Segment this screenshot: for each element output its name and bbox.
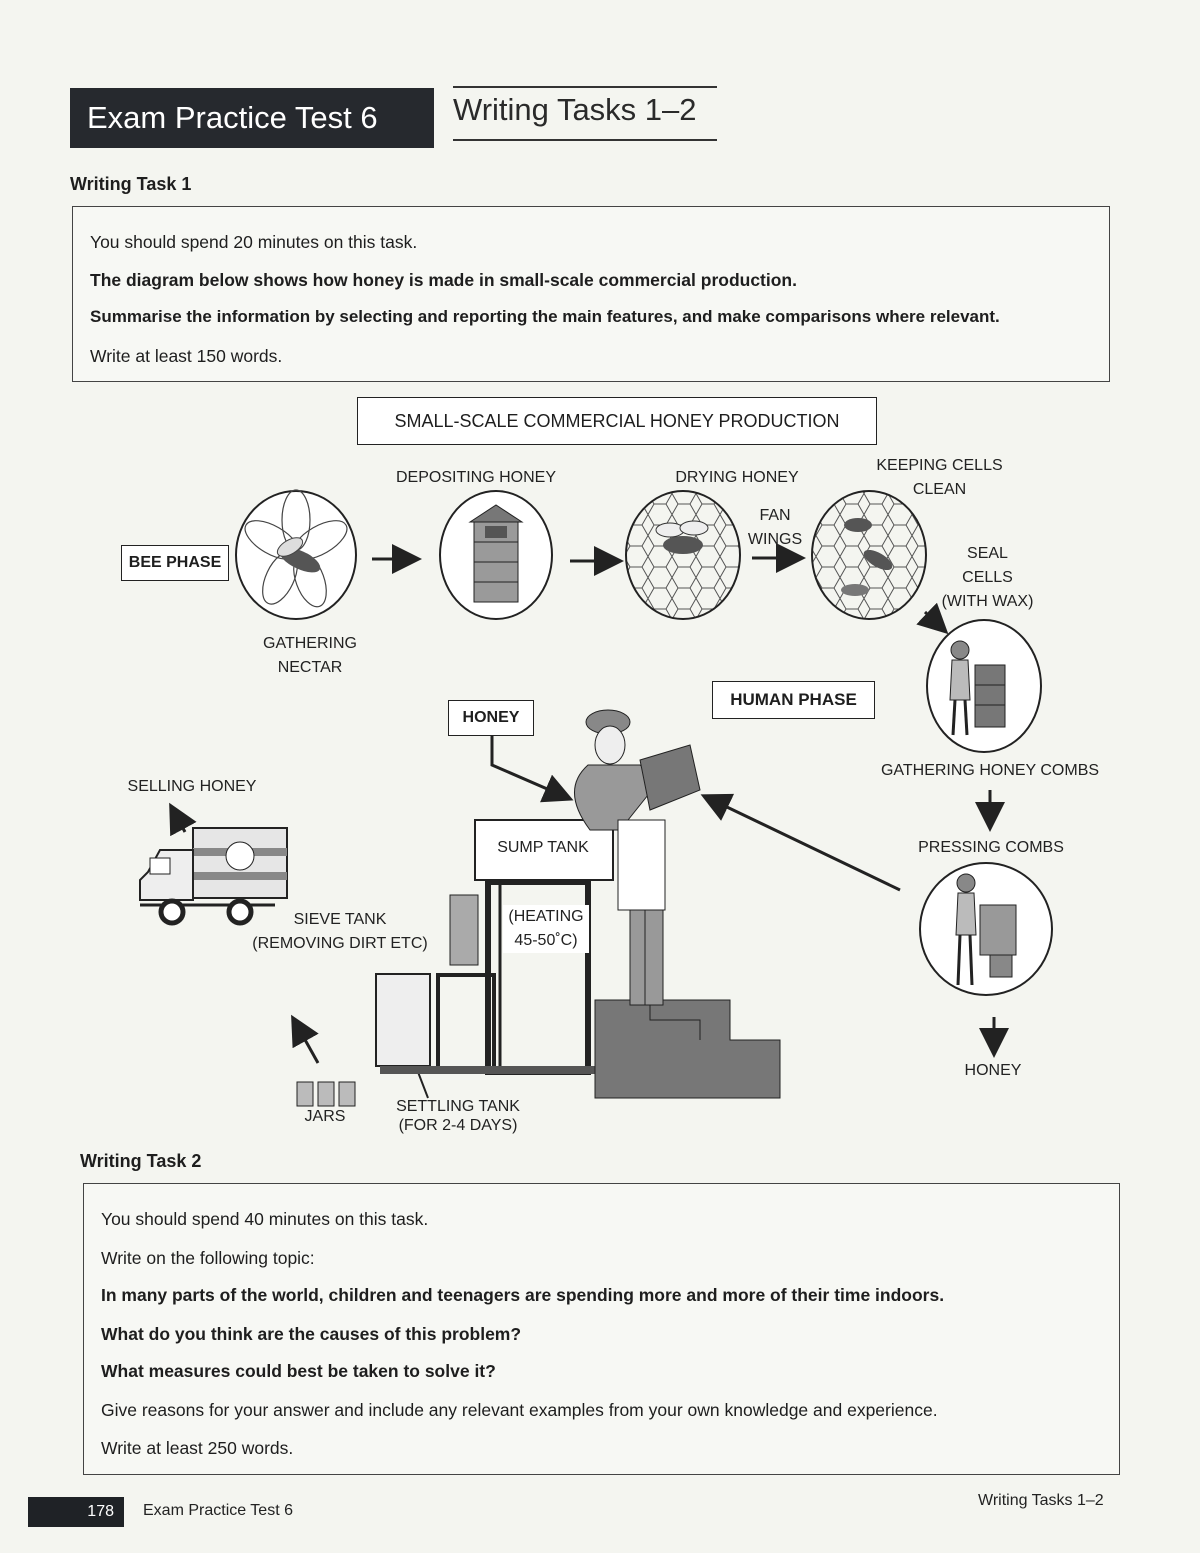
- heating-label-line2: 45-50˚C): [514, 932, 578, 949]
- honey-final-label: HONEY: [964, 1062, 1022, 1079]
- gathering-nectar-illustration: [235, 489, 357, 620]
- diagram-title: SMALL-SCALE COMMERCIAL HONEY PRODUCTION: [357, 397, 877, 445]
- test-title-banner: Exam Practice Test 6: [70, 88, 434, 148]
- fan-wings-label: FAN WINGS: [740, 504, 810, 552]
- keeping-cells-label: KEEPING CELLS CLEAN: [862, 454, 1017, 502]
- section-title: Writing Tasks 1–2: [453, 92, 697, 127]
- task1-time-line: You should spend 20 minutes on this task…: [90, 232, 418, 252]
- footer-left-title: Exam Practice Test 6: [143, 1502, 293, 1519]
- task1-heading: Writing Task 1: [70, 174, 192, 194]
- depositing-honey-label: DEPOSITING HONEY: [395, 469, 557, 486]
- sieve-tank-label-line1: SIEVE TANK: [293, 911, 387, 928]
- selling-honey-label: SELLING HONEY: [127, 778, 257, 795]
- keeping-cells-label-line2: CLEAN: [912, 481, 967, 498]
- header-rule-top: [453, 86, 717, 88]
- task1-summarise-line: Summarise the information by selecting a…: [90, 307, 1000, 326]
- tank-system-illustration: [375, 819, 781, 1099]
- gathering-nectar-label: GATHERING NECTAR: [255, 632, 365, 680]
- pressing-combs-label: PRESSING COMBS: [918, 839, 1064, 856]
- sieve-tank-label: SIEVE TANK (REMOVING DIRT ETC): [240, 908, 440, 956]
- arrow-to-selling: [169, 802, 197, 837]
- fan-wings-label-line1: FAN: [759, 507, 791, 524]
- task2-time-line: You should spend 40 minutes on this task…: [101, 1209, 429, 1229]
- gathering-nectar-label-line1: GATHERING: [263, 635, 357, 652]
- footer-right-title: Writing Tasks 1–2: [978, 1492, 1104, 1509]
- arrow-clean-to-gathering: [916, 602, 949, 635]
- delivery-truck-illustration: [139, 827, 288, 926]
- keeping-cells-label-line1: KEEPING CELLS: [876, 457, 1003, 474]
- task2-question-causes: What do you think are the causes of this…: [101, 1324, 522, 1344]
- keeping-cells-clean-illustration: [811, 490, 927, 620]
- seal-cells-label-line2: CELLS: [962, 569, 1013, 586]
- arrow-jars-to-sieve: [291, 1014, 320, 1064]
- seal-cells-label: SEAL CELLS (WITH WAX): [930, 542, 1045, 614]
- settling-tank-pointer: [417, 1071, 429, 1099]
- seal-cells-label-line3: (WITH WAX): [941, 593, 1034, 610]
- arrow-honey-label-pointer: [490, 735, 574, 803]
- honey-box-label: HONEY: [448, 700, 534, 736]
- fan-wings-label-line2: WINGS: [747, 531, 803, 548]
- settling-tank-label-line1: SETTLING TANK: [396, 1098, 520, 1115]
- seal-cells-label-line1: SEAL: [967, 545, 1008, 562]
- task1-word-count: Write at least 150 words.: [90, 346, 283, 366]
- bee-phase-label: BEE PHASE: [121, 545, 229, 581]
- gathering-combs-illustration: [926, 619, 1042, 753]
- page-number: 178: [28, 1497, 124, 1527]
- sump-tank-label: SUMP TANK: [497, 839, 589, 856]
- settling-tank-label-line2: (FOR 2-4 DAYS): [398, 1117, 518, 1134]
- task2-instructions-box: You should spend 40 minutes on this task…: [83, 1183, 1120, 1475]
- task1-instructions-box: You should spend 20 minutes on this task…: [72, 206, 1110, 382]
- arrow-pressing-to-sump: [700, 793, 901, 892]
- settling-tank-label: SETTLING TANK (FOR 2-4 DAYS): [385, 1097, 531, 1135]
- beekeeper-figure-illustration: [574, 709, 701, 1006]
- header-rule-bottom: [453, 139, 717, 141]
- task2-topic-intro: Write on the following topic:: [101, 1248, 315, 1268]
- task2-reasons-line: Give reasons for your answer and include…: [101, 1400, 938, 1420]
- gathering-combs-label: GATHERING HONEY COMBS: [880, 762, 1100, 779]
- task2-question-measures: What measures could best be taken to sol…: [101, 1361, 496, 1381]
- pressing-combs-illustration: [919, 862, 1053, 996]
- drying-honey-illustration: [625, 490, 741, 620]
- sieve-tank-label-line2: (REMOVING DIRT ETC): [252, 935, 428, 952]
- jars-label: JARS: [304, 1108, 346, 1125]
- task1-prompt-line: The diagram below shows how honey is mad…: [90, 270, 797, 290]
- task2-word-count: Write at least 250 words.: [101, 1438, 294, 1458]
- task2-heading: Writing Task 2: [80, 1151, 202, 1171]
- depositing-honey-illustration: [439, 490, 553, 620]
- drying-honey-label: DRYING HONEY: [675, 469, 799, 486]
- heating-label-line1: (HEATING: [508, 908, 584, 925]
- task2-topic-statement: In many parts of the world, children and…: [101, 1285, 945, 1305]
- jars-illustration: [296, 1081, 356, 1107]
- gathering-nectar-label-line2: NECTAR: [277, 659, 343, 676]
- heating-label: (HEATING 45-50˚C): [503, 905, 589, 953]
- human-phase-label: HUMAN PHASE: [712, 681, 875, 719]
